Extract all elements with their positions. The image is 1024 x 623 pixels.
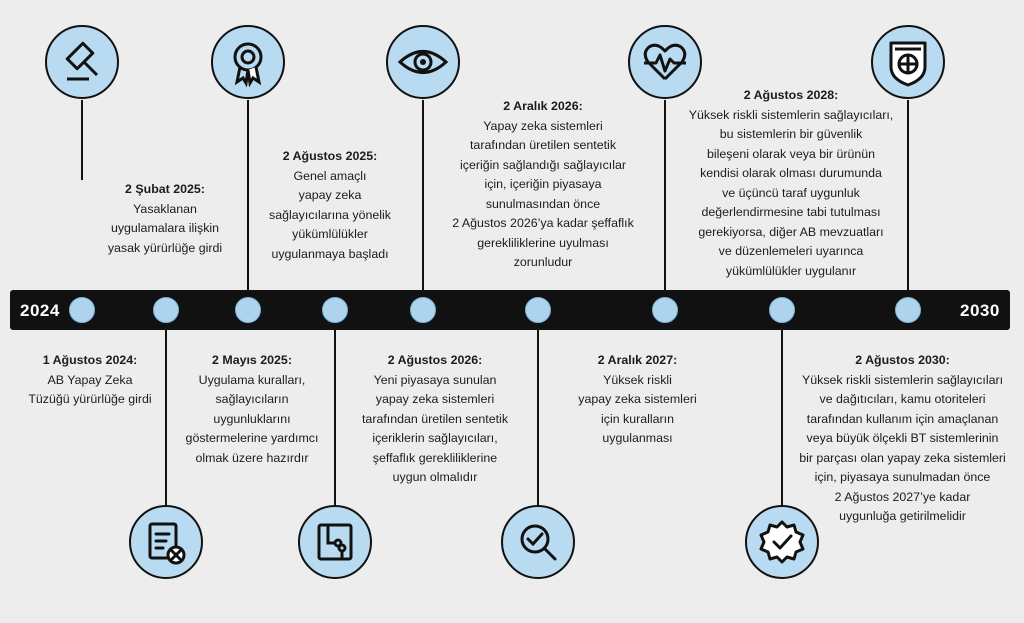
milestone-title: 2 Ağustos 2025: (282, 149, 378, 163)
gear-check-icon (745, 505, 819, 579)
milestone-body: Yüksek riskli sistemlerin sağlayıcıları,… (688, 107, 894, 278)
timeline-dot-m8 (652, 297, 678, 323)
timeline-dot-m4 (235, 297, 261, 323)
award-ribbon-icon (211, 25, 285, 99)
timeline-dot-m5 (322, 297, 348, 323)
gavel-icon (45, 25, 119, 99)
shield-globe-icon (871, 25, 945, 99)
milestone-title: 2 Mayıs 2025: (212, 353, 292, 367)
milestone-body: Yasaklanan uygulamalara ilişkin yasak yü… (107, 201, 223, 255)
milestone-body: Yapay zeka sistemleri tarafından üretile… (452, 118, 634, 270)
milestone-title: 2 Ağustos 2026: (387, 353, 483, 367)
magnifier-check-icon (501, 505, 575, 579)
milestone-title: 2 Aralık 2027: (597, 353, 678, 367)
milestone-m8: 2 Ağustos 2028: Yüksek riskli sistemleri… (676, 86, 906, 281)
timeline-dot-m6 (410, 297, 436, 323)
timeline-dot-m7 (525, 297, 551, 323)
timeline-dot-m3 (153, 297, 179, 323)
heartbeat-icon (628, 25, 702, 99)
milestone-m6: 2 Aralık 2026: Yapay zeka sistemleri tar… (428, 97, 658, 273)
milestone-m2: 2 Şubat 2025: Yasaklanan uygulamalara il… (90, 180, 240, 258)
milestone-m3: 2 Mayıs 2025: Uygulama kuralları, sağlay… (172, 351, 332, 468)
milestone-body: Uygulama kuralları, sağlayıcıların uygun… (185, 372, 319, 465)
timeline-dot-m10 (895, 297, 921, 323)
milestone-title: 2 Şubat 2025: (125, 182, 205, 196)
milestone-body: Yeni piyasaya sunulan yapay zeka sisteml… (361, 372, 509, 485)
timeline-dot-m9 (769, 297, 795, 323)
milestone-body: AB Yapay Zeka Tüzüğü yürürlüğe girdi (28, 372, 152, 407)
timeline-dot-m1 (69, 297, 95, 323)
milestone-title: 2 Aralık 2026: (503, 99, 583, 113)
end-year: 2030 (960, 301, 1000, 320)
milestone-m1: 1 Ağustos 2024: AB Yapay Zeka Tüzüğü yür… (20, 351, 160, 410)
milestone-title: 2 Ağustos 2030: (855, 353, 950, 367)
eye-icon (386, 25, 460, 99)
milestone-title: 2 Ağustos 2028: (743, 88, 839, 102)
milestone-m4: 2 Ağustos 2025: Genel amaçlı yapay zeka … (250, 147, 410, 264)
milestone-m5: 2 Ağustos 2026: Yeni piyasaya sunulan ya… (340, 351, 530, 488)
milestone-body: Yüksek riskli yapay zeka sistemleri için… (578, 372, 697, 446)
milestone-body: Yüksek riskli sistemlerin sağlayıcıları … (799, 372, 1006, 524)
checklist-x-icon (129, 505, 203, 579)
start-year: 2024 (20, 301, 60, 320)
circuit-board-icon (298, 505, 372, 579)
milestone-title: 1 Ağustos 2024: (42, 353, 138, 367)
milestone-m9: 2 Ağustos 2030: Yüksek riskli sistemleri… (790, 351, 1015, 527)
milestone-body: Genel amaçlı yapay zeka sağlayıcılarına … (269, 168, 391, 261)
milestone-m7: 2 Aralık 2027: Yüksek riskli yapay zeka … (555, 351, 720, 449)
